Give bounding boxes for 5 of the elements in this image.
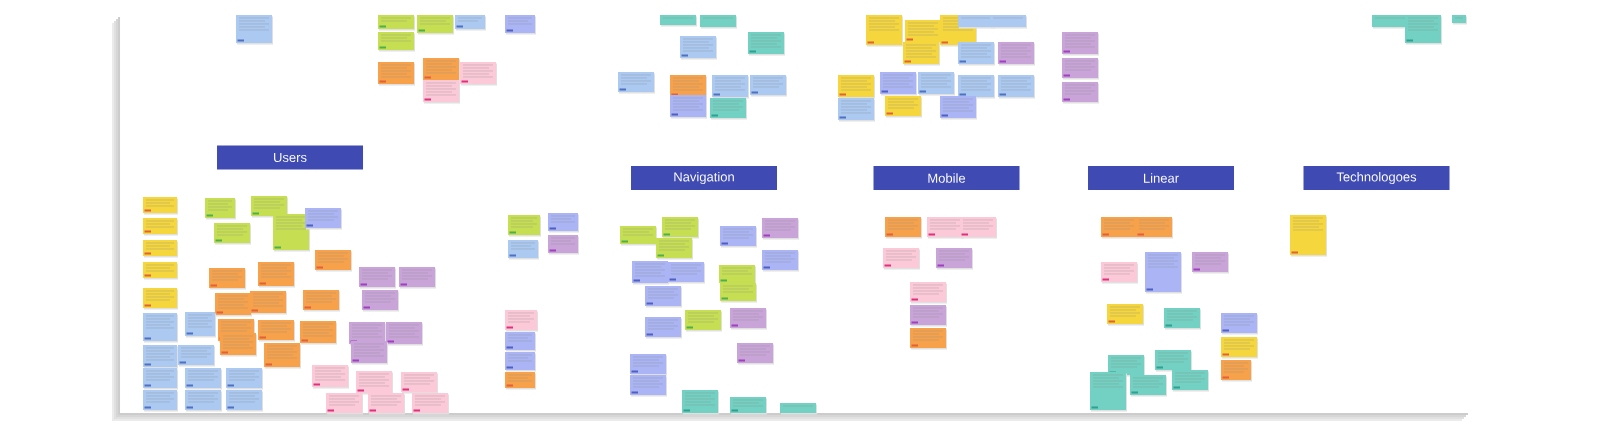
category-header: Technologoes [1303,166,1450,190]
category-header: Navigation [631,166,777,190]
category-header: Users [217,145,363,170]
category-header: Mobile [873,166,1020,190]
category-header: Linear [1088,166,1234,190]
